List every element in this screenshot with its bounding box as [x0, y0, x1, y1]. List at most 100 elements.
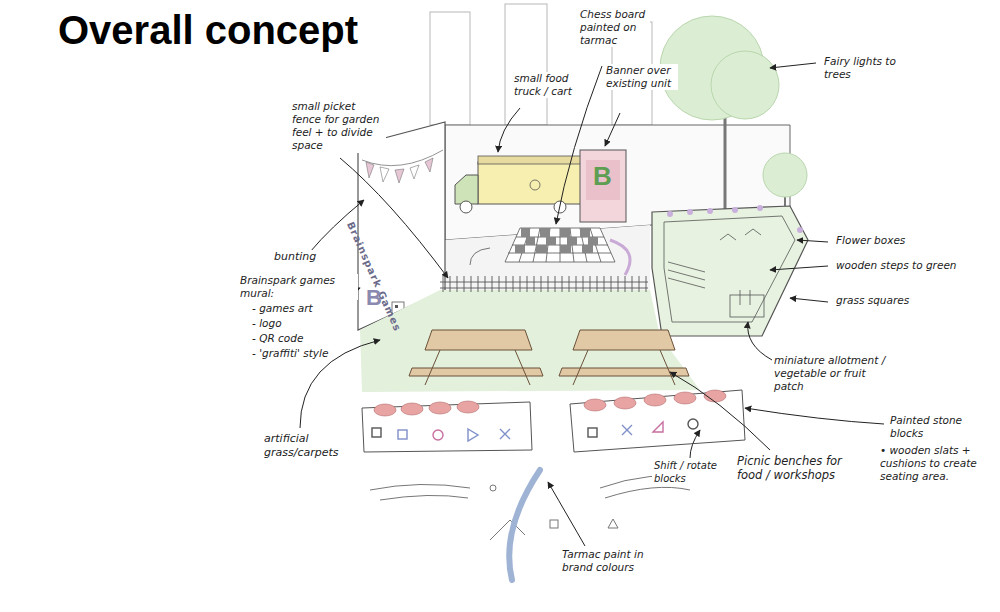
sketch-path: [770, 63, 816, 68]
sketch-path: [380, 495, 468, 500]
sketch-circle: [711, 51, 779, 119]
sketch-line: [506, 276, 507, 292]
sketch-line: [632, 276, 633, 292]
sketch-circle: [433, 430, 443, 440]
sketch-rect: [588, 428, 597, 437]
flower-box-note: Flower boxes: [834, 234, 907, 247]
sketch-rect: [560, 228, 570, 237]
sketch-g: [362, 390, 745, 452]
sketch-rect: [546, 237, 556, 245]
sketch-line: [443, 276, 444, 292]
sketch-circle: [707, 208, 713, 214]
sketch-line: [492, 276, 493, 292]
sketch-ellipse: [644, 394, 666, 406]
sketch-rect: [521, 228, 530, 237]
sketch-path: [340, 158, 448, 278]
sketch-g: [667, 205, 803, 233]
sketch-polygon: [468, 429, 478, 441]
stone-block-note: Painted stone blocks: [888, 414, 984, 440]
sketch-path: [797, 240, 828, 242]
sketch-g: [300, 63, 884, 546]
sketch-circle: [667, 211, 673, 217]
mural-item: - 'graffiti' style: [250, 347, 330, 360]
sketch-path: [748, 322, 772, 360]
sketch-path: [745, 408, 884, 424]
sketch-rect: [515, 245, 525, 253]
sketch-line: [573, 350, 588, 385]
sketch-line: [740, 290, 741, 305]
sketch-path: [509, 470, 540, 580]
sketch-rect: [526, 237, 535, 245]
sketch-rect: [478, 162, 586, 204]
sketch-g: [505, 228, 615, 262]
sketch-line: [485, 276, 486, 292]
sketch-line: [527, 276, 528, 292]
banner-logo: B: [593, 160, 612, 193]
sketch-circle: [687, 209, 693, 215]
sketch-polygon: [410, 165, 419, 179]
sketch-line: [425, 350, 440, 385]
sketch-polygon: [653, 422, 663, 432]
sketch-circle: [732, 207, 738, 213]
chess-note: Chess board painted on tarmac: [578, 8, 650, 47]
sketch-g: [372, 419, 698, 441]
sketch-line: [668, 270, 705, 280]
sketch-polygon: [380, 167, 389, 182]
sketch-line: [583, 276, 584, 292]
sketch-polygon: [573, 330, 675, 350]
sketch-line: [450, 276, 451, 292]
sketch-line: [750, 290, 751, 305]
sketch-path: [690, 430, 700, 458]
sketch-line: [555, 276, 556, 292]
sketch-rect: [588, 237, 598, 245]
sketch-rect: [536, 245, 547, 253]
sketch-polygon: [360, 290, 700, 392]
lights-note: Fairy lights to trees: [822, 55, 910, 81]
sketch-rect: [730, 295, 764, 317]
sketch-polygon: [440, 225, 650, 290]
sketch-circle: [530, 180, 540, 190]
mural-logo: B: [366, 284, 382, 312]
sketch-path: [745, 229, 761, 235]
sketch-circle: [797, 227, 803, 233]
sketch-rect: [505, 4, 547, 125]
sketch-line: [464, 276, 465, 292]
sketch-polygon: [652, 206, 808, 336]
sketch-line: [534, 276, 535, 292]
grass-note: grass squares: [834, 294, 911, 307]
sketch-path: [605, 113, 620, 146]
sketch-line: [604, 276, 605, 292]
sketch-rect: [550, 520, 558, 528]
seating-note: • wooden slats + cushions to create seat…: [878, 444, 994, 483]
sketch-polygon: [366, 162, 374, 178]
sketch-rect: [560, 245, 571, 253]
sketch-line: [569, 276, 570, 292]
sketch-path: [770, 266, 828, 270]
sketch-line: [590, 276, 591, 292]
rotate-note: Shift / rotate blocks: [652, 460, 720, 485]
mural-item: - QR code: [250, 332, 305, 345]
sketch-line: [625, 276, 626, 292]
sketch-line: [513, 276, 514, 292]
sketch-line: [724, 110, 727, 215]
sketch-g: [409, 330, 689, 385]
sketch-line: [576, 276, 577, 292]
sketch-line: [660, 350, 675, 385]
sketch-polygon: [425, 330, 532, 350]
sketch-path: [498, 108, 520, 152]
sketch-line: [639, 276, 640, 292]
sketch-line: [562, 276, 563, 292]
sketch-path: [370, 484, 470, 490]
sketch-path: [500, 429, 510, 439]
sketch-polygon: [425, 158, 433, 172]
sketch-path: [455, 175, 478, 204]
fence-note: small picket fence for garden feel + to …: [290, 100, 386, 153]
sketch-rect: [582, 245, 593, 253]
sketch-path: [470, 248, 490, 265]
sketch-line: [520, 276, 521, 292]
sketch-polygon: [664, 216, 795, 322]
page-title: Overall concept: [58, 8, 358, 53]
sketch-g: [443, 276, 646, 292]
sketch-ellipse: [374, 404, 396, 416]
